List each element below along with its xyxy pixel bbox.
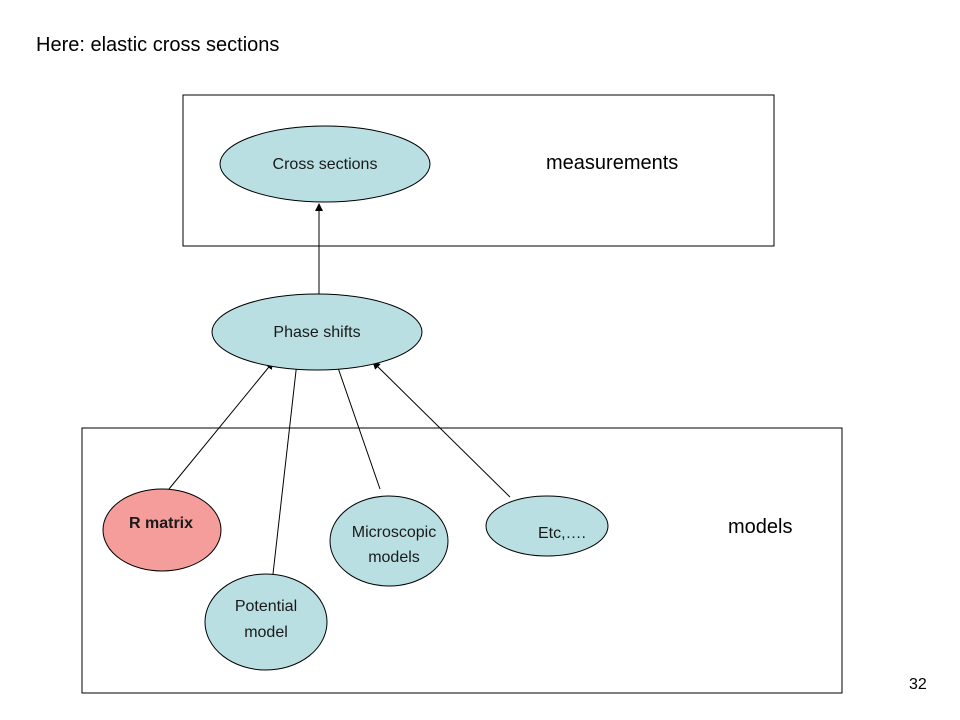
node-microscopic-models-line1: Microscopic [352,524,436,541]
node-etc-label: Etc,…. [538,525,586,542]
node-cross-sections-label: Cross sections [273,156,378,173]
measurements-box [182,94,775,247]
models-label: models [728,516,792,538]
node-phase-shifts: Phase shifts [211,293,423,371]
measurements-label: measurements [546,152,678,174]
arrow-etc-to-phase-shifts [372,361,511,498]
node-r-matrix: R matrix [102,488,222,572]
arrow-microscopic-models-to-phase-shifts [334,361,381,490]
page-number: 32 [909,676,927,693]
node-etc: Etc,…. [485,495,609,557]
node-phase-shifts-label: Phase shifts [273,324,360,341]
node-microscopic-models-line2: models [368,549,420,566]
slide-title: Here: elastic cross sections [36,34,280,56]
node-microscopic-models: Microscopic models [329,495,449,587]
node-potential-model-line2: model [244,624,288,641]
arrow-r-matrix-to-phase-shifts [168,361,274,490]
arrow-potential-model-to-phase-shifts [272,361,301,575]
node-potential-model: Potential model [204,573,328,671]
node-cross-sections: Cross sections [219,125,431,203]
models-box [81,427,843,694]
node-r-matrix-label: R matrix [129,515,193,532]
node-potential-model-line1: Potential [235,598,297,615]
